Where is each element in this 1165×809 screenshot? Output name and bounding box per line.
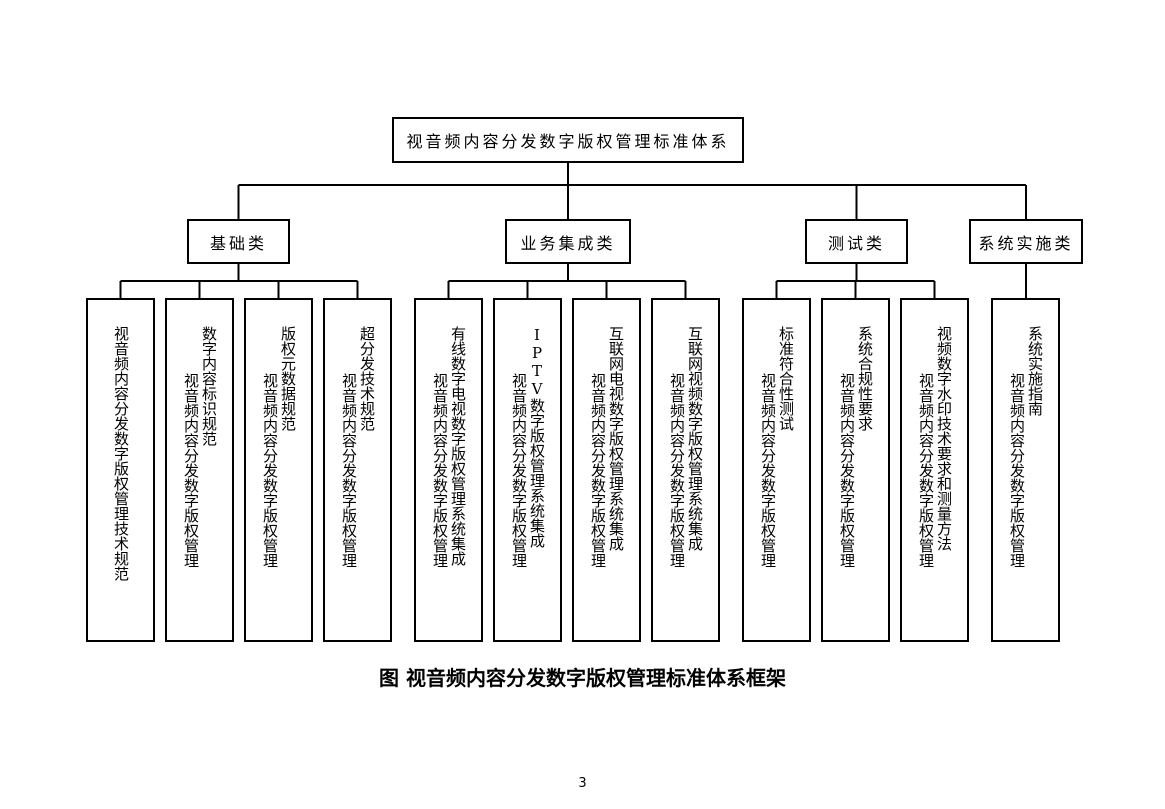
category-label: 测试类 [827,233,885,253]
leaf-sub-text: 视音频内容分发数字版权管理 [668,372,686,568]
leaf-node: 系统合规性要求 视音频内容分发数字版权管理 [821,298,890,642]
leaf-main-text: 视频数字水印技术要求和测量方法 [935,326,953,551]
leaf-sub-text: 视音频内容分发数字版权管理 [261,372,279,568]
leaf-main-text: 版权元数据规范 [279,326,297,431]
leaf-sub-text: 视音频内容分发数字版权管理 [1008,372,1026,568]
root-node-label: 视音频内容分发数字版权管理标准体系 [406,132,730,151]
leaf-node: 版权元数据规范 视音频内容分发数字版权管理 [244,298,313,642]
leaf-sub-text: 视音频内容分发数字版权管理 [510,372,528,568]
root-node: 视音频内容分发数字版权管理标准体系 [392,117,744,163]
leaf-node: 系统实施指南 视音频内容分发数字版权管理 [991,298,1060,642]
leaf-main-text: IPTV数字版权管理系统集成 [528,326,546,548]
leaf-main-text: 系统实施指南 [1026,326,1044,416]
leaf-sub-text: 视音频内容分发数字版权管理 [431,372,449,568]
figure-caption: 图 视音频内容分发数字版权管理标准体系框架 [379,666,786,690]
leaf-sub-text: 视音频内容分发数字版权管理 [182,372,200,568]
leaf-main-text: 互联网电视数字版权管理系统集成 [607,326,625,551]
leaf-node: 超分发技术规范 视音频内容分发数字版权管理 [323,298,392,642]
leaf-node: 视音频内容分发数字版权管理技术规范 [86,298,155,642]
category-node-business-integration: 业务集成类 [505,219,631,264]
category-label: 系统实施类 [978,233,1074,253]
leaf-sub-text: 视音频内容分发数字版权管理 [759,372,777,568]
leaf-node: 数字内容标识规范 视音频内容分发数字版权管理 [165,298,234,642]
leaf-main-text: 视音频内容分发数字版权管理技术规范 [112,326,130,581]
leaf-node: IPTV数字版权管理系统集成 视音频内容分发数字版权管理 [493,298,562,642]
category-node-testing: 测试类 [805,219,908,264]
leaf-main-text: 有线数字电视数字版权管理系统集成 [449,326,467,566]
leaf-node: 标准符合性测试 视音频内容分发数字版权管理 [742,298,811,642]
leaf-sub-text: 视音频内容分发数字版权管理 [589,372,607,568]
category-node-basic: 基础类 [187,219,290,264]
leaf-main-text: 标准符合性测试 [777,326,795,431]
category-label: 业务集成类 [520,233,616,253]
leaf-main-text: 系统合规性要求 [856,326,874,431]
leaf-main-text: 互联网视频数字版权管理系统集成 [686,326,704,551]
leaf-sub-text: 视音频内容分发数字版权管理 [917,372,935,568]
leaf-main-text: 超分发技术规范 [358,326,376,431]
leaf-node: 有线数字电视数字版权管理系统集成 视音频内容分发数字版权管理 [414,298,483,642]
category-label: 基础类 [209,233,267,253]
page-number: 3 [578,776,587,791]
leaf-node: 互联网视频数字版权管理系统集成 视音频内容分发数字版权管理 [651,298,720,642]
leaf-node: 互联网电视数字版权管理系统集成 视音频内容分发数字版权管理 [572,298,641,642]
leaf-node: 视频数字水印技术要求和测量方法 视音频内容分发数字版权管理 [900,298,969,642]
leaf-sub-text: 视音频内容分发数字版权管理 [838,372,856,568]
leaf-sub-text: 视音频内容分发数字版权管理 [340,372,358,568]
leaf-main-text: 数字内容标识规范 [200,326,218,446]
category-node-system-implementation: 系统实施类 [969,219,1083,264]
